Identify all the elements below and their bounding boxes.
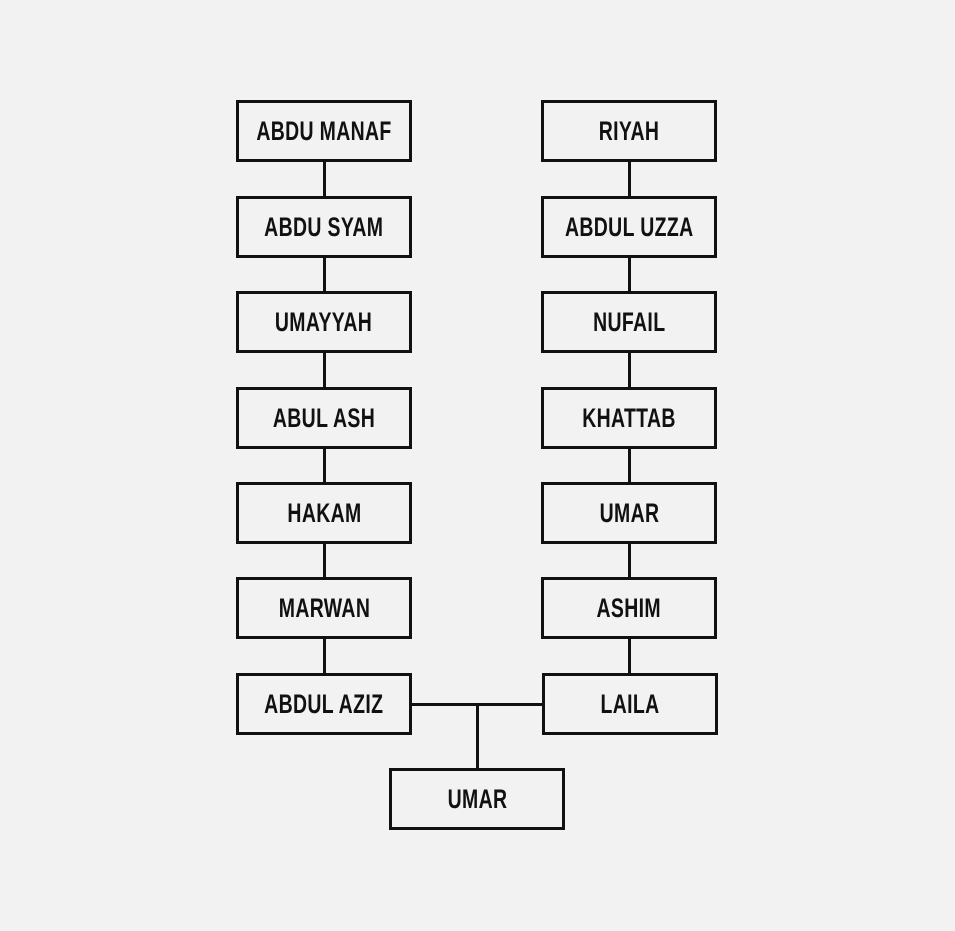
node-label: ABDU MANAF xyxy=(256,115,392,146)
node-label: HAKAM xyxy=(286,497,362,528)
connector-left-6 xyxy=(323,638,326,675)
node-left-2: ABDU SYAM xyxy=(236,196,412,258)
node-left-4: ABUL ASH xyxy=(236,387,412,449)
node-label: ASHIM xyxy=(596,592,662,623)
node-label: ABDUL UZZA xyxy=(564,211,694,242)
connector-right-1 xyxy=(628,161,631,198)
node-label: LAILA xyxy=(600,688,660,719)
node-label: MARWAN xyxy=(278,592,370,623)
connector-right-2 xyxy=(628,257,631,293)
node-right-6: ASHIM xyxy=(541,577,717,639)
node-right-4: KHATTAB xyxy=(541,387,717,449)
descent-connector xyxy=(476,703,479,770)
connector-right-4 xyxy=(628,448,631,484)
node-right-7: LAILA xyxy=(542,673,718,735)
node-right-3: NUFAIL xyxy=(541,291,717,353)
node-right-5: UMAR xyxy=(541,482,717,544)
node-left-5: HAKAM xyxy=(236,482,412,544)
connector-left-3 xyxy=(323,352,326,388)
node-right-2: ABDUL UZZA xyxy=(541,196,717,258)
node-label: UMAR xyxy=(447,783,507,814)
node-label: RIYAH xyxy=(598,115,660,146)
node-label: UMAR xyxy=(599,497,659,528)
connector-right-5 xyxy=(628,543,631,579)
node-left-6: MARWAN xyxy=(236,577,412,639)
node-label: ABUL ASH xyxy=(272,402,376,433)
connector-left-4 xyxy=(323,448,326,484)
connector-left-2 xyxy=(323,257,326,293)
connector-right-3 xyxy=(628,352,631,388)
connector-right-6 xyxy=(628,638,631,675)
node-label: ABDUL AZIZ xyxy=(264,688,384,719)
node-left-1: ABDU MANAF xyxy=(236,100,412,162)
node-label: UMAYYAH xyxy=(275,306,373,337)
node-label: KHATTAB xyxy=(582,402,676,433)
node-right-1: RIYAH xyxy=(541,100,717,162)
node-label: ABDU SYAM xyxy=(264,211,384,242)
node-left-3: UMAYYAH xyxy=(236,291,412,353)
node-label: NUFAIL xyxy=(592,306,666,337)
connector-left-1 xyxy=(323,161,326,198)
connector-left-5 xyxy=(323,543,326,579)
node-child: UMAR xyxy=(389,768,565,830)
node-left-7: ABDUL AZIZ xyxy=(236,673,412,735)
